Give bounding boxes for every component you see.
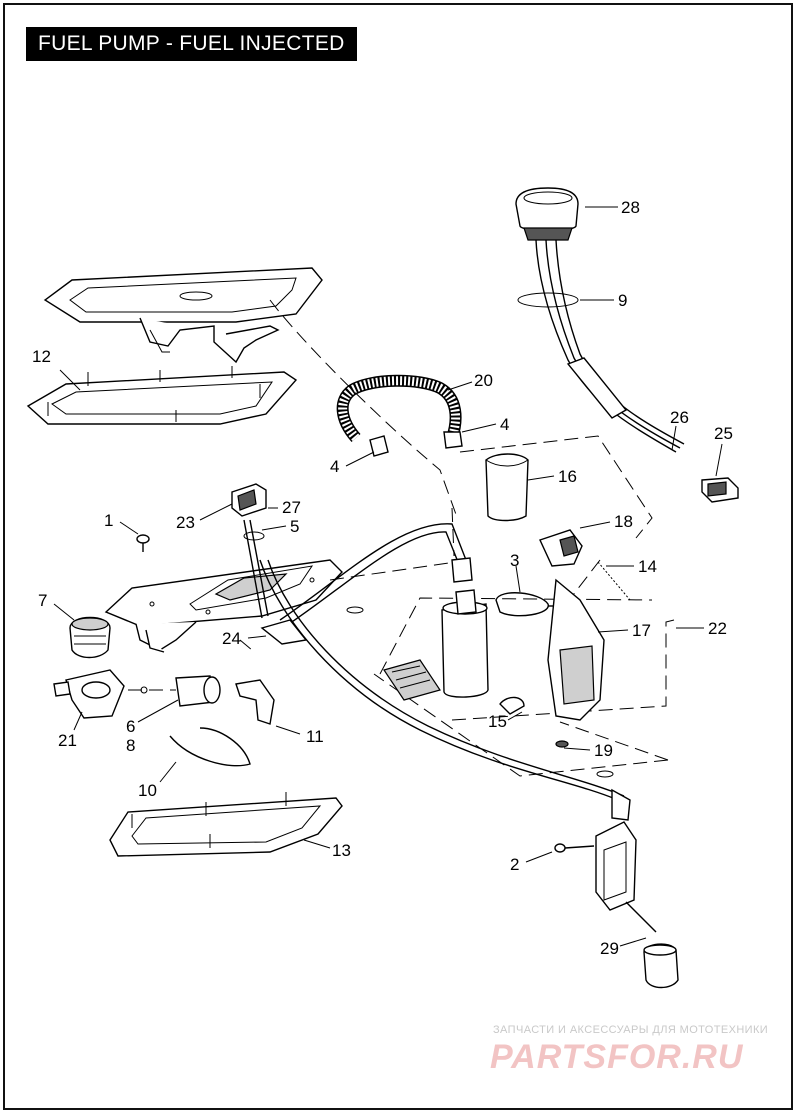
callout-6: 6 <box>126 717 135 736</box>
bracket-11 <box>235 679 275 725</box>
pump-mounting-plate <box>104 559 343 653</box>
wiring-harness <box>243 519 625 801</box>
connector-23-27 <box>231 483 267 541</box>
callout-29: 29 <box>600 939 619 958</box>
gasket-upper <box>26 366 298 425</box>
callout-15: 15 <box>488 712 507 731</box>
fuel-hose <box>336 374 463 457</box>
bracket-24 <box>260 619 308 645</box>
callout-28: 28 <box>621 198 640 217</box>
connector-25 <box>701 477 739 503</box>
level-sensor-bracket <box>499 529 631 748</box>
fuel-pump <box>383 557 489 701</box>
callout-20: 20 <box>474 371 493 390</box>
callout-19: 19 <box>594 741 613 760</box>
top-mounting-plate <box>43 267 323 364</box>
callout-8: 8 <box>126 736 135 755</box>
fuel-pressure-regulator <box>69 616 111 659</box>
watermark-site: PARTSFOR.RU <box>490 1038 744 1076</box>
cap-with-wiring <box>515 187 685 453</box>
callout-4-upper: 4 <box>500 415 509 434</box>
filter-6 <box>128 675 221 707</box>
callout-9: 9 <box>618 291 627 310</box>
sleeve-16 <box>485 453 529 522</box>
gasket-lower <box>109 792 343 857</box>
callout-labels: 28 9 20 4 4 16 26 25 18 3 14 17 22 15 19… <box>32 198 733 958</box>
callout-26: 26 <box>670 408 689 427</box>
callout-13: 13 <box>332 841 351 860</box>
callout-7: 7 <box>38 591 47 610</box>
callout-18: 18 <box>614 512 633 531</box>
callout-4-lower: 4 <box>330 457 339 476</box>
callout-16: 16 <box>558 467 577 486</box>
screw-1 <box>136 534 150 552</box>
page-title: FUEL PUMP - FUEL INJECTED <box>26 27 357 61</box>
o-ring-a <box>346 606 364 614</box>
callout-10: 10 <box>138 781 157 800</box>
callout-5: 5 <box>290 517 299 536</box>
callout-24: 24 <box>222 629 241 648</box>
leader-lines <box>53 206 723 947</box>
diagram-frame <box>3 3 793 1110</box>
callout-17: 17 <box>632 621 651 640</box>
callout-21: 21 <box>58 731 77 750</box>
callout-23: 23 <box>176 513 195 532</box>
clip-10 <box>169 727 251 767</box>
callout-22: 22 <box>708 619 727 638</box>
watermark: ЗАПЧАСТИ И АКСЕССУАРЫ ДЛЯ МОТОТЕХНИКИ PA… <box>490 1024 768 1076</box>
callout-25: 25 <box>714 424 733 443</box>
callout-1: 1 <box>104 511 113 530</box>
callout-12: 12 <box>32 347 51 366</box>
callout-3: 3 <box>510 551 519 570</box>
callout-14: 14 <box>638 557 657 576</box>
strap-3 <box>495 592 560 617</box>
callout-2: 2 <box>510 855 519 874</box>
callout-27: 27 <box>282 498 301 517</box>
o-ring-b <box>596 770 614 778</box>
callout-11: 11 <box>306 727 324 746</box>
watermark-tagline: ЗАПЧАСТИ И АКСЕССУАРЫ ДЛЯ МОТОТЕХНИКИ <box>493 1024 768 1036</box>
sender-unit <box>554 788 679 989</box>
fitting-21 <box>53 669 125 719</box>
assembly-boundaries <box>239 299 675 777</box>
